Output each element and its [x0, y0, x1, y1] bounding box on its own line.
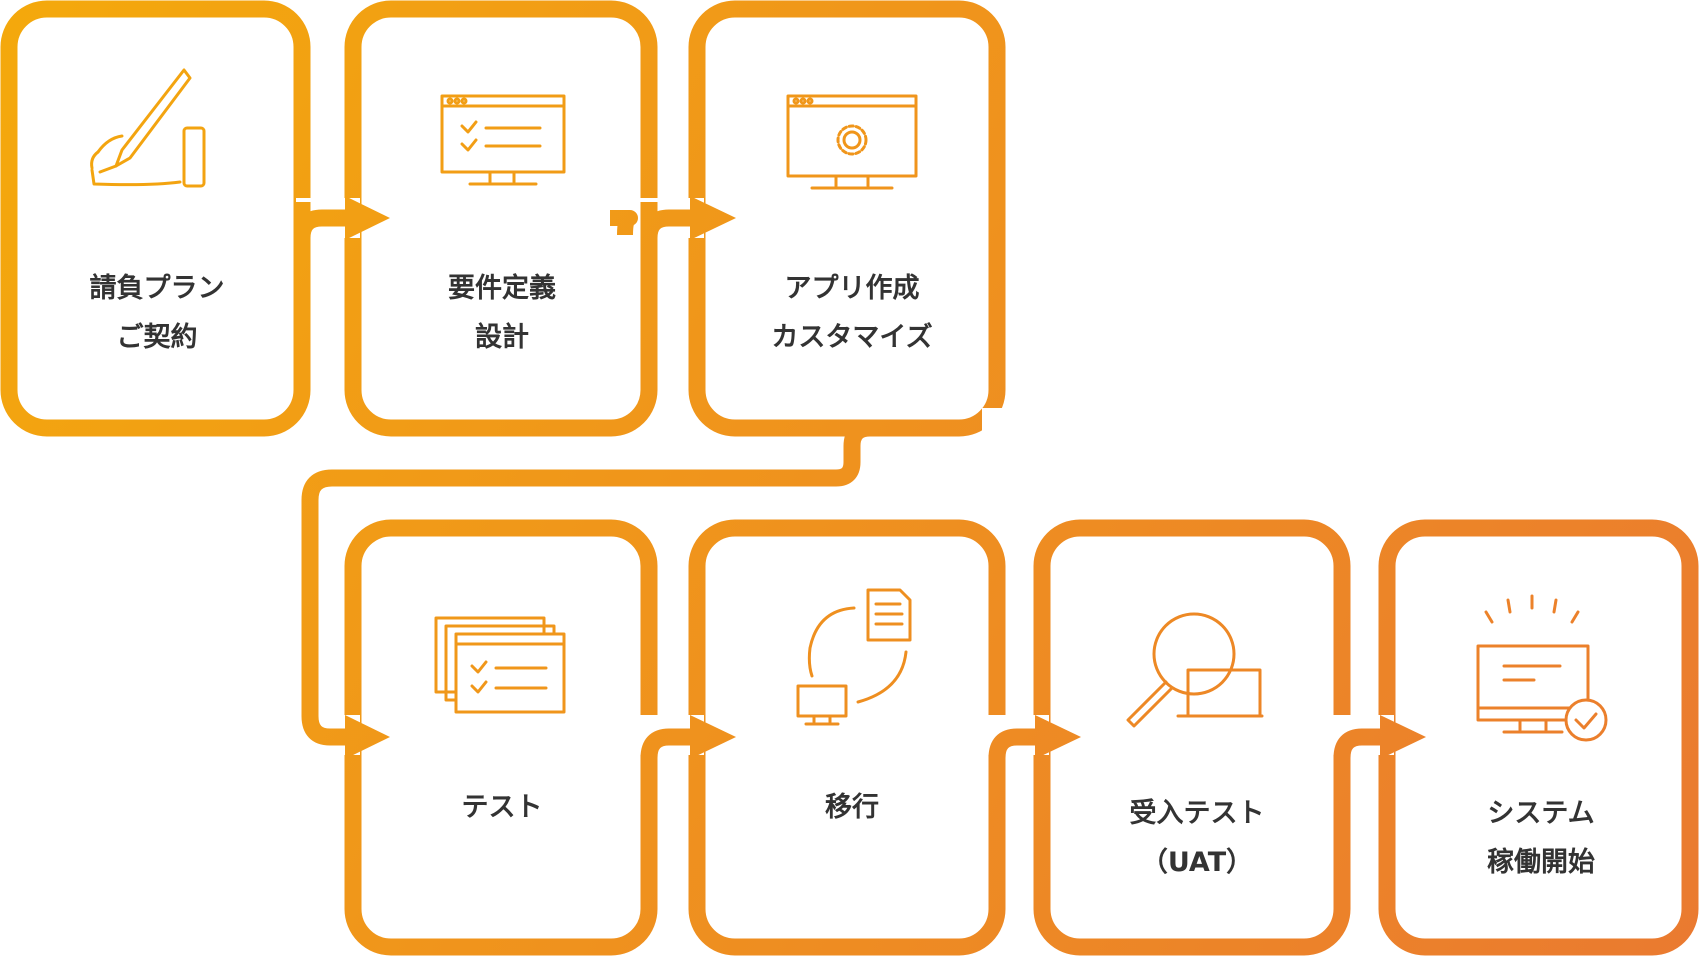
- step-box-migration: [688, 519, 1006, 956]
- arrow-6: [1380, 715, 1426, 759]
- step-labels: 請負プラン ご契約 要件定義 設計 アプリ作成 カスタマイズ テスト 移行 受入…: [90, 272, 1596, 878]
- step-box-uat: [1033, 519, 1351, 956]
- step-label-contract-1: 請負プラン: [90, 272, 225, 304]
- stacked-checklist-windows-icon: [434, 616, 566, 714]
- arrow-4: [690, 715, 736, 759]
- arrow-1: [345, 196, 390, 240]
- step-label-uat-2: （UAT）: [1141, 847, 1253, 878]
- step-box-test: [344, 519, 658, 956]
- step-box-golive: [1378, 519, 1699, 956]
- hand-writing-icon: [90, 68, 206, 188]
- arrow-2: [690, 196, 736, 240]
- step-box-contract: [0, 0, 311, 437]
- step-label-golive-1: システム: [1487, 798, 1594, 829]
- connectors: [293, 202, 1386, 767]
- step-box-build: [688, 0, 1006, 437]
- step-label-migration-1: 移行: [825, 791, 879, 823]
- step-label-build-1: アプリ作成: [785, 273, 920, 304]
- step-label-requirements-2: 設計: [475, 321, 529, 353]
- step-label-test-1: テスト: [462, 792, 543, 823]
- step-box-requirements: [344, 0, 658, 437]
- monitor-check-icon: [1476, 594, 1608, 742]
- step-label-uat-1: 受入テスト: [1130, 797, 1265, 829]
- arrowheads: [345, 196, 1426, 759]
- gear-monitor-icon: [786, 94, 918, 190]
- step-label-golive-2: 稼働開始: [1487, 846, 1595, 878]
- checklist-monitor-icon: [440, 94, 566, 186]
- document-sync-icon: [796, 588, 912, 726]
- step-label-requirements-1: 要件定義: [448, 272, 556, 304]
- magnifier-laptop-icon: [1126, 612, 1264, 728]
- arrow-3: [345, 715, 390, 759]
- arrow-5: [1035, 715, 1081, 759]
- step-label-contract-2: ご契約: [117, 321, 198, 353]
- step-label-build-2: カスタマイズ: [771, 321, 932, 353]
